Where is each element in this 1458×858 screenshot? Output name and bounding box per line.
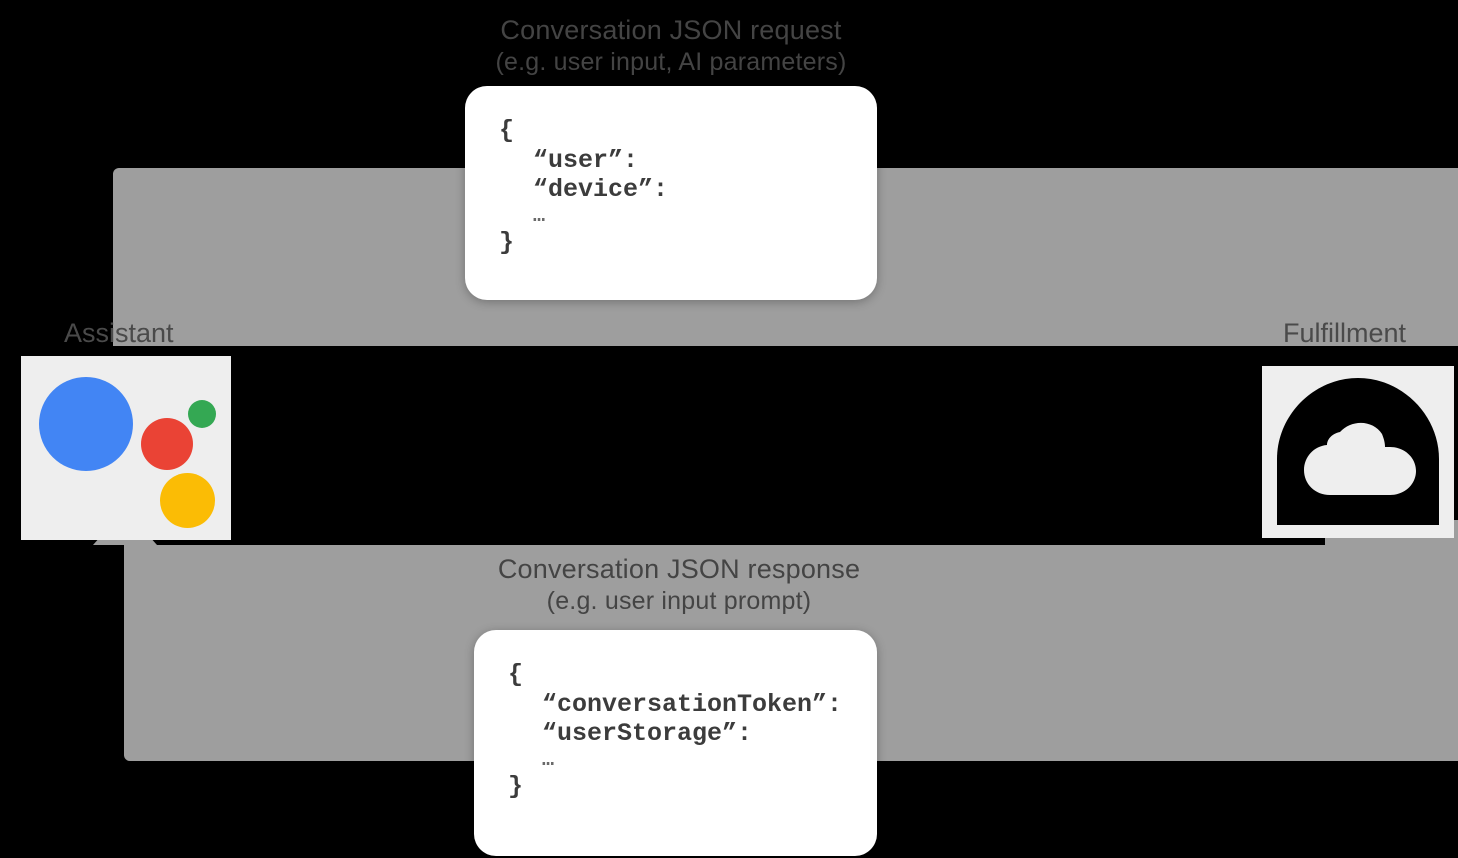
assistant-node-label: Assistant: [64, 318, 174, 348]
fulfillment-icon-tile: [1262, 366, 1454, 538]
response-caption-line1: Conversation JSON response: [497, 554, 861, 584]
request-arrowhead-down-icon: [1322, 278, 1386, 314]
request-arrow-vertical-stub: [1323, 168, 1458, 346]
response-json-ellipsis: …: [542, 748, 555, 772]
google-assistant-blue-dot-icon: [39, 377, 133, 471]
fulfillment-node-label: Fulfillment: [1283, 318, 1407, 348]
request-json-ellipsis: …: [533, 204, 546, 228]
google-assistant-yellow-dot-icon: [160, 473, 215, 528]
response-json-card: { “conversationToken”: “userStorage”: … …: [474, 630, 877, 856]
response-json-open-brace: {: [508, 660, 524, 689]
response-json-close-brace: }: [508, 772, 524, 802]
google-assistant-green-dot-icon: [188, 400, 216, 428]
request-json-key-device: “device”:: [533, 175, 669, 204]
request-caption-line1: Conversation JSON request: [500, 15, 842, 45]
request-caption: Conversation JSON request (e.g. user inp…: [0, 14, 1342, 77]
request-json-close-brace: }: [499, 228, 515, 258]
request-json-key-user: “user”:: [533, 145, 639, 175]
request-caption-line2: (e.g. user input, AI parameters): [495, 47, 847, 76]
response-json-key-user-storage: “userStorage”:: [542, 719, 753, 748]
assistant-icon-tile: [21, 356, 231, 540]
response-caption: Conversation JSON response (e.g. user in…: [0, 553, 1358, 616]
request-json-card: { “user”: “device”: … }: [465, 86, 877, 300]
response-arrow-vertical-stub: [1325, 520, 1458, 761]
request-json-open-brace: {: [499, 116, 515, 145]
google-assistant-red-dot-icon: [141, 418, 193, 470]
response-json-key-conversation-token: “conversationToken”:: [542, 689, 843, 719]
cloud-functions-icon: [1277, 378, 1439, 525]
response-caption-line2: (e.g. user input prompt): [546, 586, 812, 615]
